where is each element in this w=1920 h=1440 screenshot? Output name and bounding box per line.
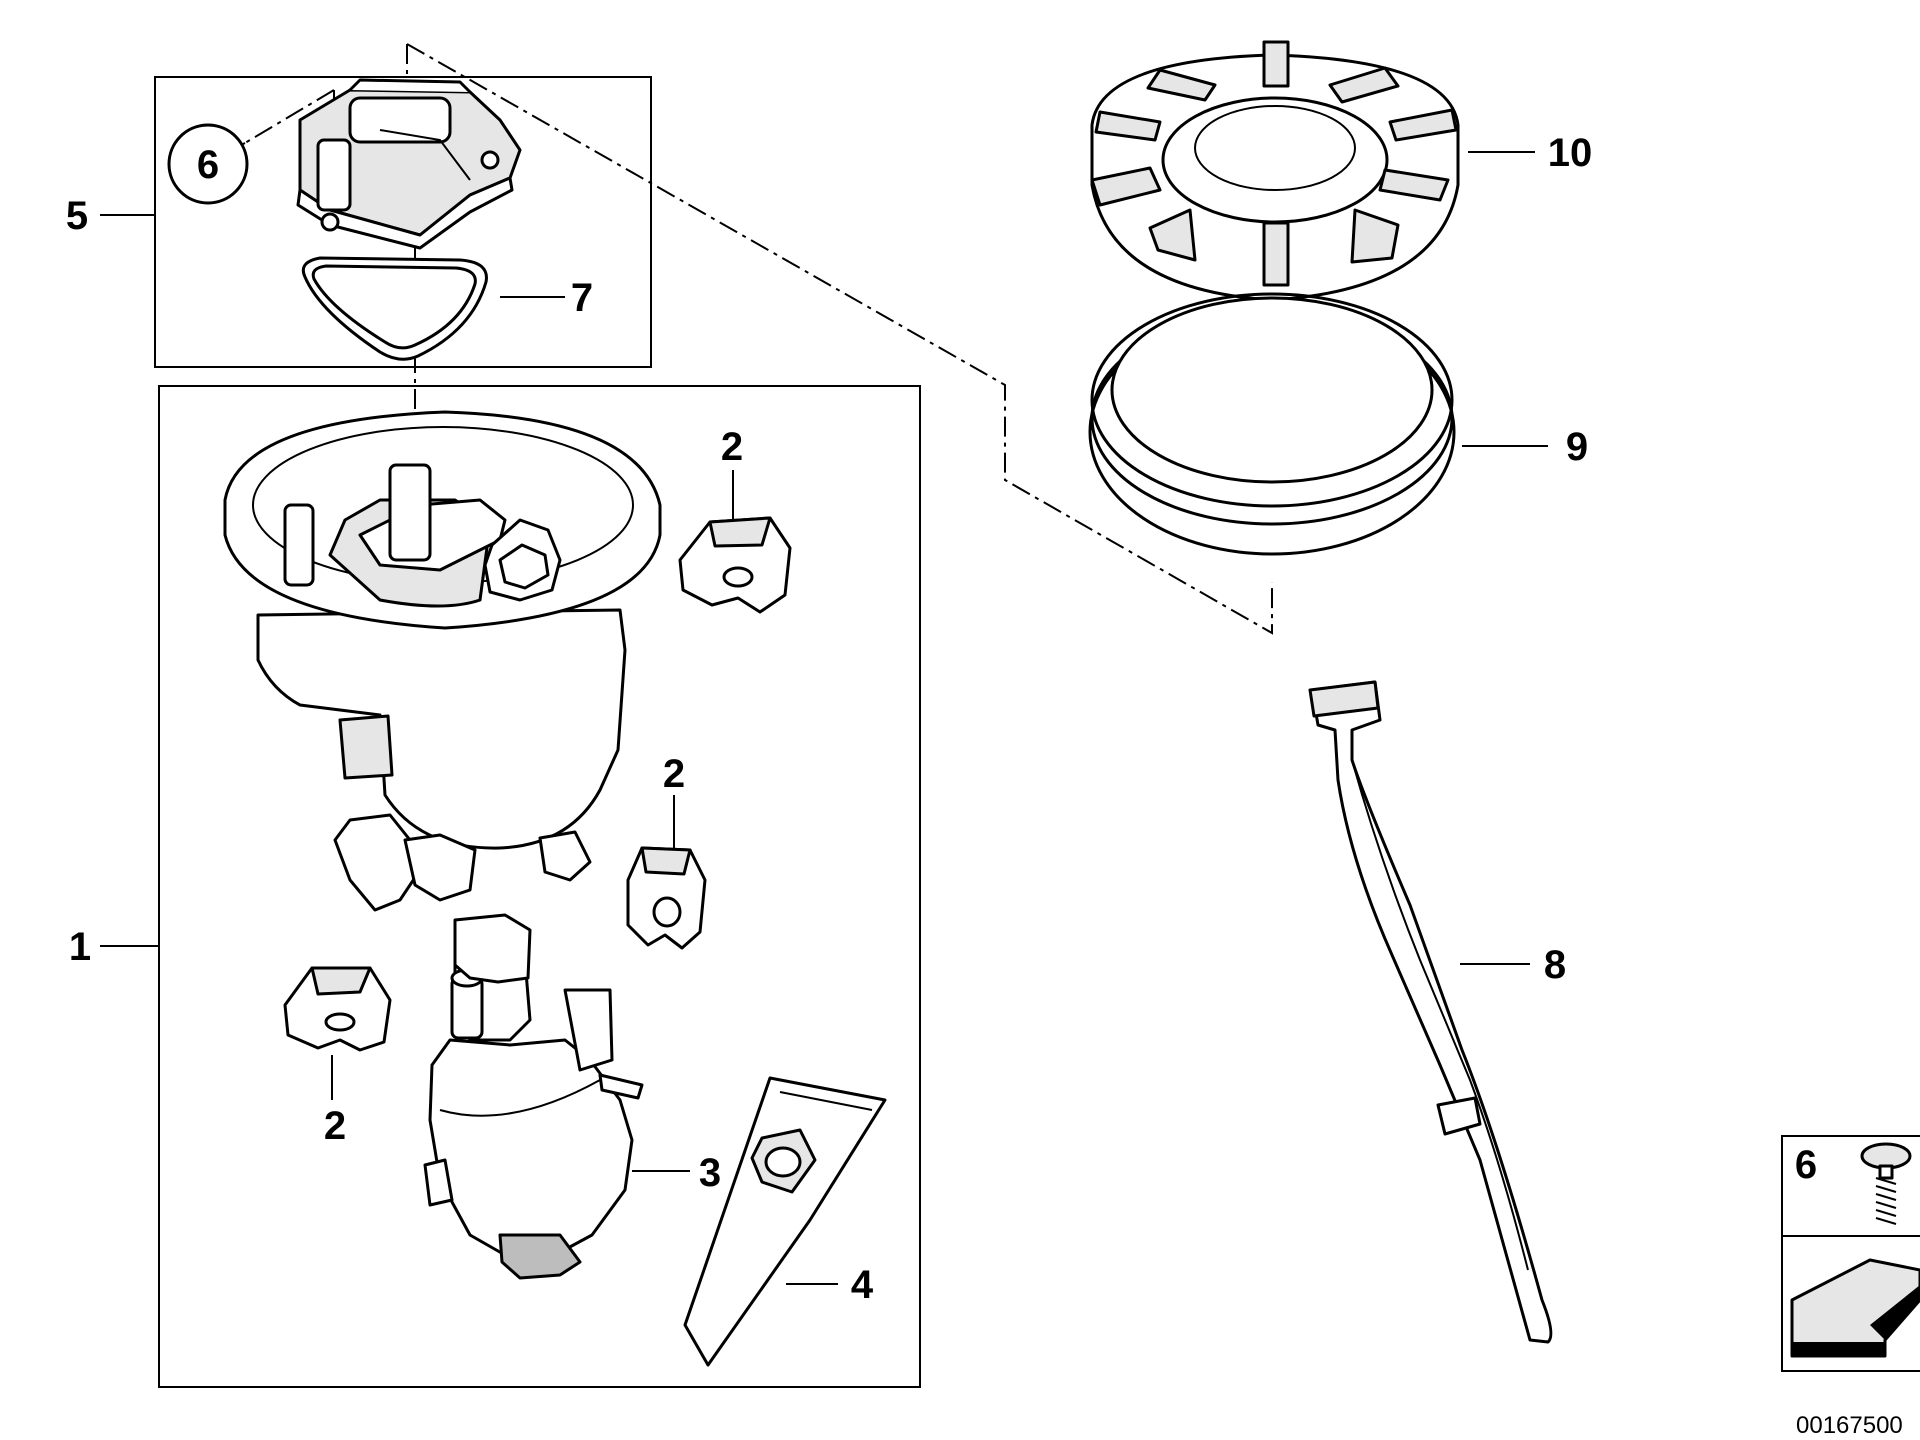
part-2-rubber-mount-a bbox=[678, 516, 792, 614]
callout-3: 3 bbox=[699, 1151, 721, 1195]
legend-box: 6 bbox=[1781, 1135, 1920, 1372]
group-frame-1 bbox=[158, 385, 921, 1388]
leader-lines bbox=[100, 142, 1548, 1285]
callout-6-circle bbox=[167, 123, 249, 205]
part-3-fuel-pump bbox=[423, 913, 644, 1280]
callout-2b: 2 bbox=[663, 752, 685, 796]
callout-9: 9 bbox=[1566, 425, 1588, 469]
callout-2a: 2 bbox=[721, 425, 743, 469]
callout-6: 6 bbox=[197, 143, 219, 187]
screw-icon bbox=[1860, 1142, 1912, 1225]
callout-7: 7 bbox=[571, 276, 593, 320]
legend-screw-number: 6 bbox=[1795, 1143, 1817, 1187]
part-5-cover-assembly bbox=[296, 78, 522, 250]
callout-10: 10 bbox=[1548, 131, 1593, 175]
part-10-cap-nut bbox=[1090, 40, 1460, 302]
callout-4: 4 bbox=[851, 1263, 874, 1307]
arrow-icon bbox=[1790, 1258, 1920, 1358]
part-7-gasket bbox=[301, 256, 488, 361]
callout-5: 5 bbox=[66, 194, 88, 238]
part-8-level-sensor bbox=[1308, 680, 1553, 1344]
group-frame-5 bbox=[154, 76, 652, 368]
callout-2c: 2 bbox=[324, 1104, 346, 1148]
part-2-rubber-mount-c bbox=[283, 966, 392, 1052]
part-9-sealing-ring bbox=[1088, 292, 1456, 556]
part-2-rubber-mount-b bbox=[626, 846, 707, 950]
callout-8: 8 bbox=[1544, 943, 1566, 987]
callout-1: 1 bbox=[69, 925, 91, 969]
part-1-pump-module bbox=[223, 410, 662, 912]
image-code: 00167500 bbox=[1796, 1412, 1903, 1439]
part-4-filter-insert bbox=[683, 1076, 887, 1367]
